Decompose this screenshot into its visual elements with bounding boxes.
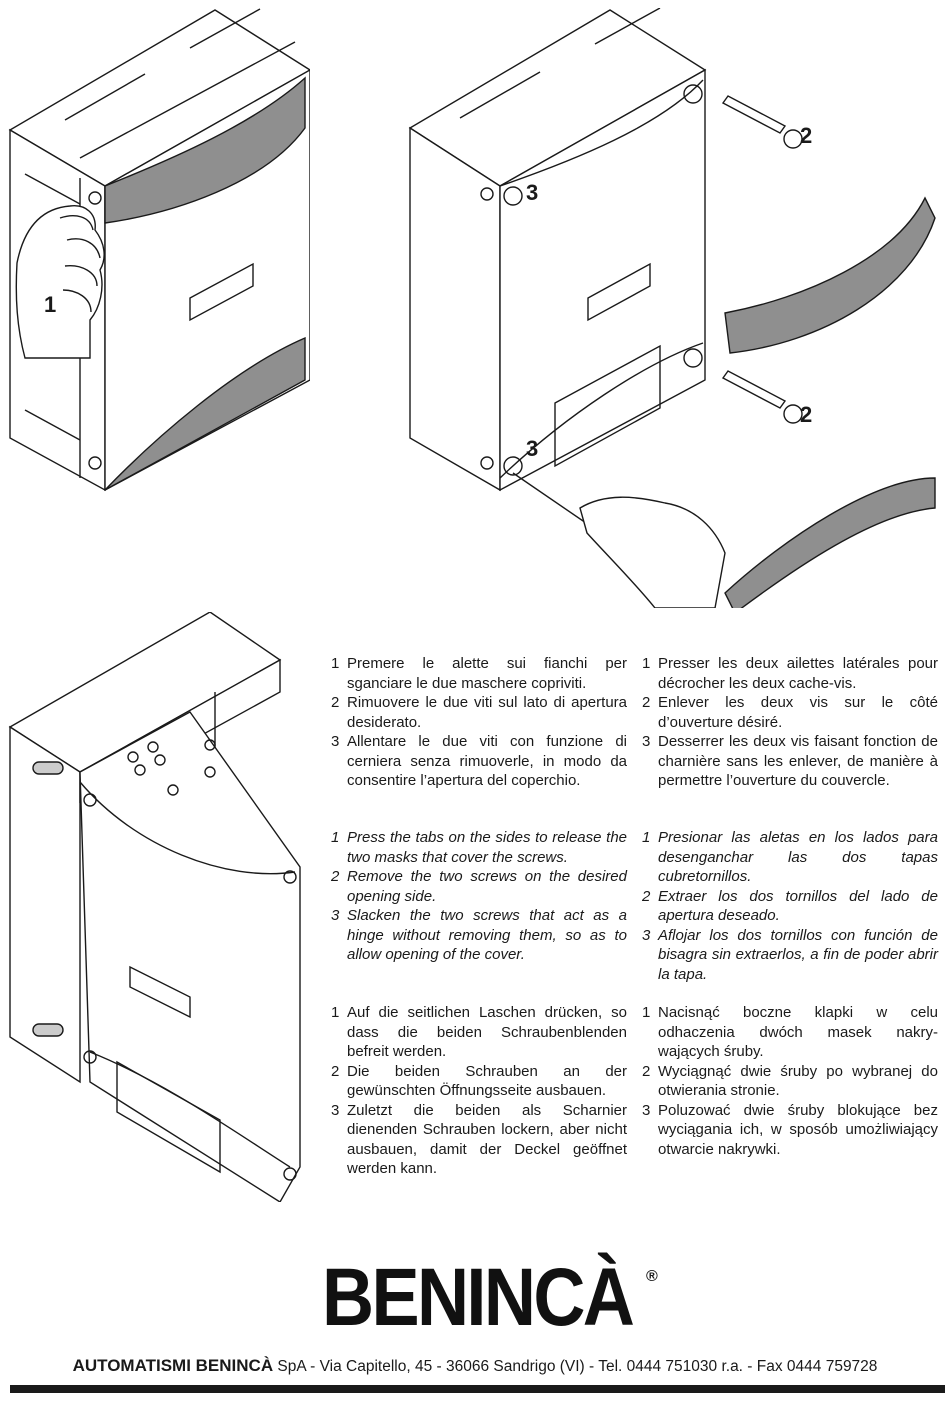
- instructions-french: 1 Presser les deux ailettes latérales pou…: [642, 654, 938, 791]
- callout-3-top: 3: [526, 180, 539, 205]
- step-number: 2: [642, 1062, 651, 1080]
- step-number: 1: [331, 829, 340, 846]
- company-footer: AUTOMATISMI BENINCÀ SpA - Via Capitello,…: [0, 1356, 950, 1376]
- callout-1: 1: [44, 292, 57, 317]
- step-number: 1: [642, 1004, 651, 1021]
- instructions-italian: 1 Premere le alette sui fianchi per sganc…: [331, 654, 627, 791]
- step-it-1: 1 Premere le alette sui fianchi per sganc…: [331, 654, 627, 693]
- step-fr-3: 3 Desserrer les deux vis faisant fonction…: [642, 732, 938, 791]
- step-text: Aflojar los dos tornillos con función de…: [658, 926, 938, 983]
- instructions-english: 1 Press the tabs on the sides to release …: [331, 828, 627, 965]
- step-number: 2: [331, 868, 340, 885]
- step-text: Rimuovere le due viti sul lato di apertu…: [347, 694, 627, 731]
- step-en-1: 1 Press the tabs on the sides to release …: [331, 828, 627, 867]
- instructions-german: 1 Auf die seitlichen Laschen drücken, so …: [331, 1003, 627, 1179]
- step-number: 1: [331, 1004, 340, 1021]
- brand-logo: BENINCÀ ®: [322, 1252, 672, 1343]
- instructions-polish: 1 Nacisnąć boczne klapki w celu odhaczeni…: [642, 1003, 938, 1159]
- step-number: 3: [331, 733, 340, 750]
- callout-3-bottom: 3: [526, 436, 539, 461]
- step-text: Premere le alette sui fianchi per sganci…: [347, 655, 627, 692]
- step-text: Poluzować dwie śruby blokujące bez wycią…: [658, 1101, 938, 1158]
- step-number: 2: [331, 1062, 340, 1080]
- company-address: SpA - Via Capitello, 45 - 36066 Sandrigo…: [273, 1358, 878, 1375]
- registered-mark: ®: [646, 1268, 658, 1285]
- step-de-3: 3 Zuletzt die beiden als Scharnier dienen…: [331, 1101, 627, 1179]
- step-de-2: 2 Die beiden Schrauben an der gewünschten…: [331, 1062, 627, 1101]
- step-text: Wyciągnąć dwie śruby po wybranej do otwi…: [658, 1062, 938, 1100]
- step-number: 1: [642, 655, 651, 672]
- step-text: Desserrer les deux vis faisant fonction …: [658, 733, 938, 789]
- illustration-cover-open: [5, 612, 305, 1202]
- company-name: AUTOMATISMI BENINCÀ: [72, 1356, 274, 1375]
- step-pl-2: 2 Wyciągnąć dwie śruby po wybranej do otw…: [642, 1062, 938, 1101]
- step-es-1: 1 Presionar las aletas en los lados para …: [642, 828, 938, 887]
- step-number: 2: [331, 694, 340, 711]
- step-text: Presionar las aletas en los lados para d…: [658, 829, 938, 885]
- step-it-2: 2 Rimuovere le due viti sul lato di apert…: [331, 693, 627, 732]
- footer-rule: [10, 1385, 945, 1393]
- step-pl-3: 3 Poluzować dwie śruby blokujące bez wyci…: [642, 1101, 938, 1160]
- logo-wordmark: BENINCÀ: [322, 1252, 635, 1343]
- step-number: 3: [642, 1101, 651, 1119]
- illustration-remove-screws: [405, 8, 945, 608]
- step-text: Presser les deux ailettes latérales pour…: [658, 655, 938, 692]
- step-text: Zuletzt die beiden als Scharnier dienend…: [347, 1101, 627, 1178]
- step-number: 3: [642, 733, 651, 750]
- step-number: 3: [642, 926, 651, 944]
- step-text: Allentare le due viti con funzione di ce…: [347, 733, 627, 789]
- step-text: Auf die seitlichen Laschen drücken, so d…: [347, 1004, 627, 1060]
- step-fr-2: 2 Enlever les deux vis sur le côté d’ouve…: [642, 693, 938, 732]
- step-text: Extraer los dos tornillos del lado de ap…: [658, 887, 938, 925]
- step-es-2: 2 Extraer los dos tornillos del lado de a…: [642, 887, 938, 926]
- step-fr-1: 1 Presser les deux ailettes latérales pou…: [642, 654, 938, 693]
- step-number: 2: [642, 694, 651, 711]
- step-text: Slacken the two screws that act as a hin…: [347, 907, 627, 963]
- step-number: 1: [642, 829, 651, 846]
- step-text: Remove the two screws on the desired ope…: [347, 868, 627, 905]
- step-de-1: 1 Auf die seitlichen Laschen drücken, so …: [331, 1003, 627, 1062]
- callout-2-top: 2: [800, 123, 813, 148]
- step-number: 3: [331, 907, 340, 924]
- step-text: Nacisnąć boczne klapki w celu odhaczenia…: [658, 1004, 938, 1060]
- step-number: 1: [331, 655, 340, 672]
- callout-2-bottom: 2: [800, 402, 813, 427]
- step-text: Die beiden Schrauben an der gewünschten …: [347, 1062, 627, 1100]
- step-en-2: 2 Remove the two screws on the desired op…: [331, 867, 627, 906]
- instructions-spanish: 1 Presionar las aletas en los lados para …: [642, 828, 938, 984]
- illustration-press-tabs: [5, 8, 310, 493]
- step-number: 2: [642, 887, 651, 905]
- step-pl-1: 1 Nacisnąć boczne klapki w celu odhaczeni…: [642, 1003, 938, 1062]
- step-es-3: 3 Aflojar los dos tornillos con función d…: [642, 926, 938, 985]
- step-it-3: 3 Allentare le due viti con funzione di c…: [331, 732, 627, 791]
- step-en-3: 3 Slacken the two screws that act as a hi…: [331, 906, 627, 965]
- step-number: 3: [331, 1101, 340, 1119]
- step-text: Press the tabs on the sides to release t…: [347, 829, 627, 866]
- step-text: Enlever les deux vis sur le côté d’ouver…: [658, 694, 938, 731]
